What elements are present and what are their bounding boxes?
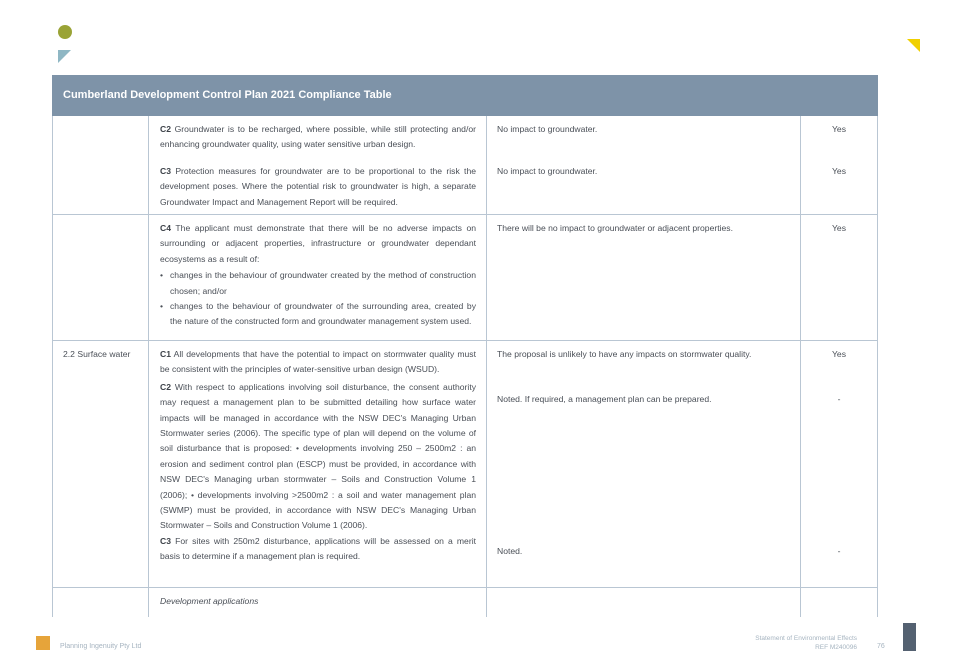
list-item: changes to the behaviour of groundwater … xyxy=(160,299,476,330)
compliance-value: Yes xyxy=(831,124,847,134)
response-text: There will be no impact to groundwater o… xyxy=(497,223,733,233)
response-text: Noted. xyxy=(497,546,523,556)
footer-bar xyxy=(903,623,916,651)
response-cell xyxy=(486,588,800,617)
control-text: All developments that have the potential… xyxy=(160,349,476,375)
compliance-table: Cumberland Development Control Plan 2021… xyxy=(52,75,878,617)
footer-company: Planning Ingenuity Pty Ltd xyxy=(60,643,142,650)
compliance-value: - xyxy=(837,546,841,556)
footer-ref: REF M240096 xyxy=(815,644,857,651)
footer-doc-info: Statement of Environmental Effects REF M… xyxy=(755,634,857,652)
bullet-list: changes in the behaviour of groundwater … xyxy=(160,268,476,330)
control-code: C3 xyxy=(160,535,171,546)
response-text: The proposal is unlikely to have any imp… xyxy=(497,349,752,359)
compliance-cell xyxy=(800,588,878,617)
table-row: Development applications xyxy=(52,588,878,617)
response-text: No impact to groundwater. xyxy=(497,124,598,134)
compliance-cell: Yes xyxy=(800,215,878,340)
topic-cell xyxy=(52,588,148,617)
control-code: C4 xyxy=(160,223,171,233)
decorative-triangle xyxy=(58,50,71,63)
table-row: C4 The applicant must demonstrate that t… xyxy=(52,215,878,341)
compliance-value: Yes xyxy=(831,223,847,233)
control-code: C2 xyxy=(160,381,171,392)
control-code: C3 xyxy=(160,166,171,176)
compliance-value: Yes xyxy=(831,349,847,359)
response-text: No impact to groundwater. xyxy=(497,166,598,176)
table-row: 2.2 Surface water C1 All developments th… xyxy=(52,341,878,588)
control-text: Groundwater is to be recharged, where po… xyxy=(160,124,476,150)
compliance-value: - xyxy=(837,394,841,404)
decorative-circle xyxy=(58,25,72,39)
response-cell: The proposal is unlikely to have any imp… xyxy=(486,341,800,587)
footer-doc-title: Statement of Environmental Effects xyxy=(755,635,857,642)
control-cell: C2 Groundwater is to be recharged, where… xyxy=(148,116,486,214)
control-text: For sites with 250m2 disturbance, applic… xyxy=(160,535,476,562)
response-cell: No impact to groundwater. No impact to g… xyxy=(486,116,800,214)
list-item: changes in the behaviour of groundwater … xyxy=(160,268,476,299)
control-code: C2 xyxy=(160,124,171,134)
control-cell: C1 All developments that have the potent… xyxy=(148,341,486,587)
control-cell: C4 The applicant must demonstrate that t… xyxy=(148,215,486,340)
decorative-corner-triangle xyxy=(907,39,920,52)
response-text: Noted. If required, a management plan ca… xyxy=(497,394,712,404)
topic-cell xyxy=(52,215,148,340)
topic-cell xyxy=(52,116,148,214)
section-subheading: Development applications xyxy=(148,588,486,617)
table-title: Cumberland Development Control Plan 2021… xyxy=(52,75,878,116)
company-logo-mark xyxy=(36,636,50,650)
control-code: C1 xyxy=(160,349,171,359)
compliance-cell: Yes - - xyxy=(800,341,878,587)
control-text: Protection measures for groundwater are … xyxy=(160,166,477,207)
topic-cell: 2.2 Surface water xyxy=(52,341,148,587)
page-number: 76 xyxy=(877,643,885,650)
table-row: C2 Groundwater is to be recharged, where… xyxy=(52,116,878,215)
control-text: With respect to applications involving s… xyxy=(160,381,477,531)
compliance-cell: Yes Yes xyxy=(800,116,878,214)
compliance-value: Yes xyxy=(831,166,847,176)
control-text: The applicant must demonstrate that ther… xyxy=(160,223,477,264)
response-cell: There will be no impact to groundwater o… xyxy=(486,215,800,340)
